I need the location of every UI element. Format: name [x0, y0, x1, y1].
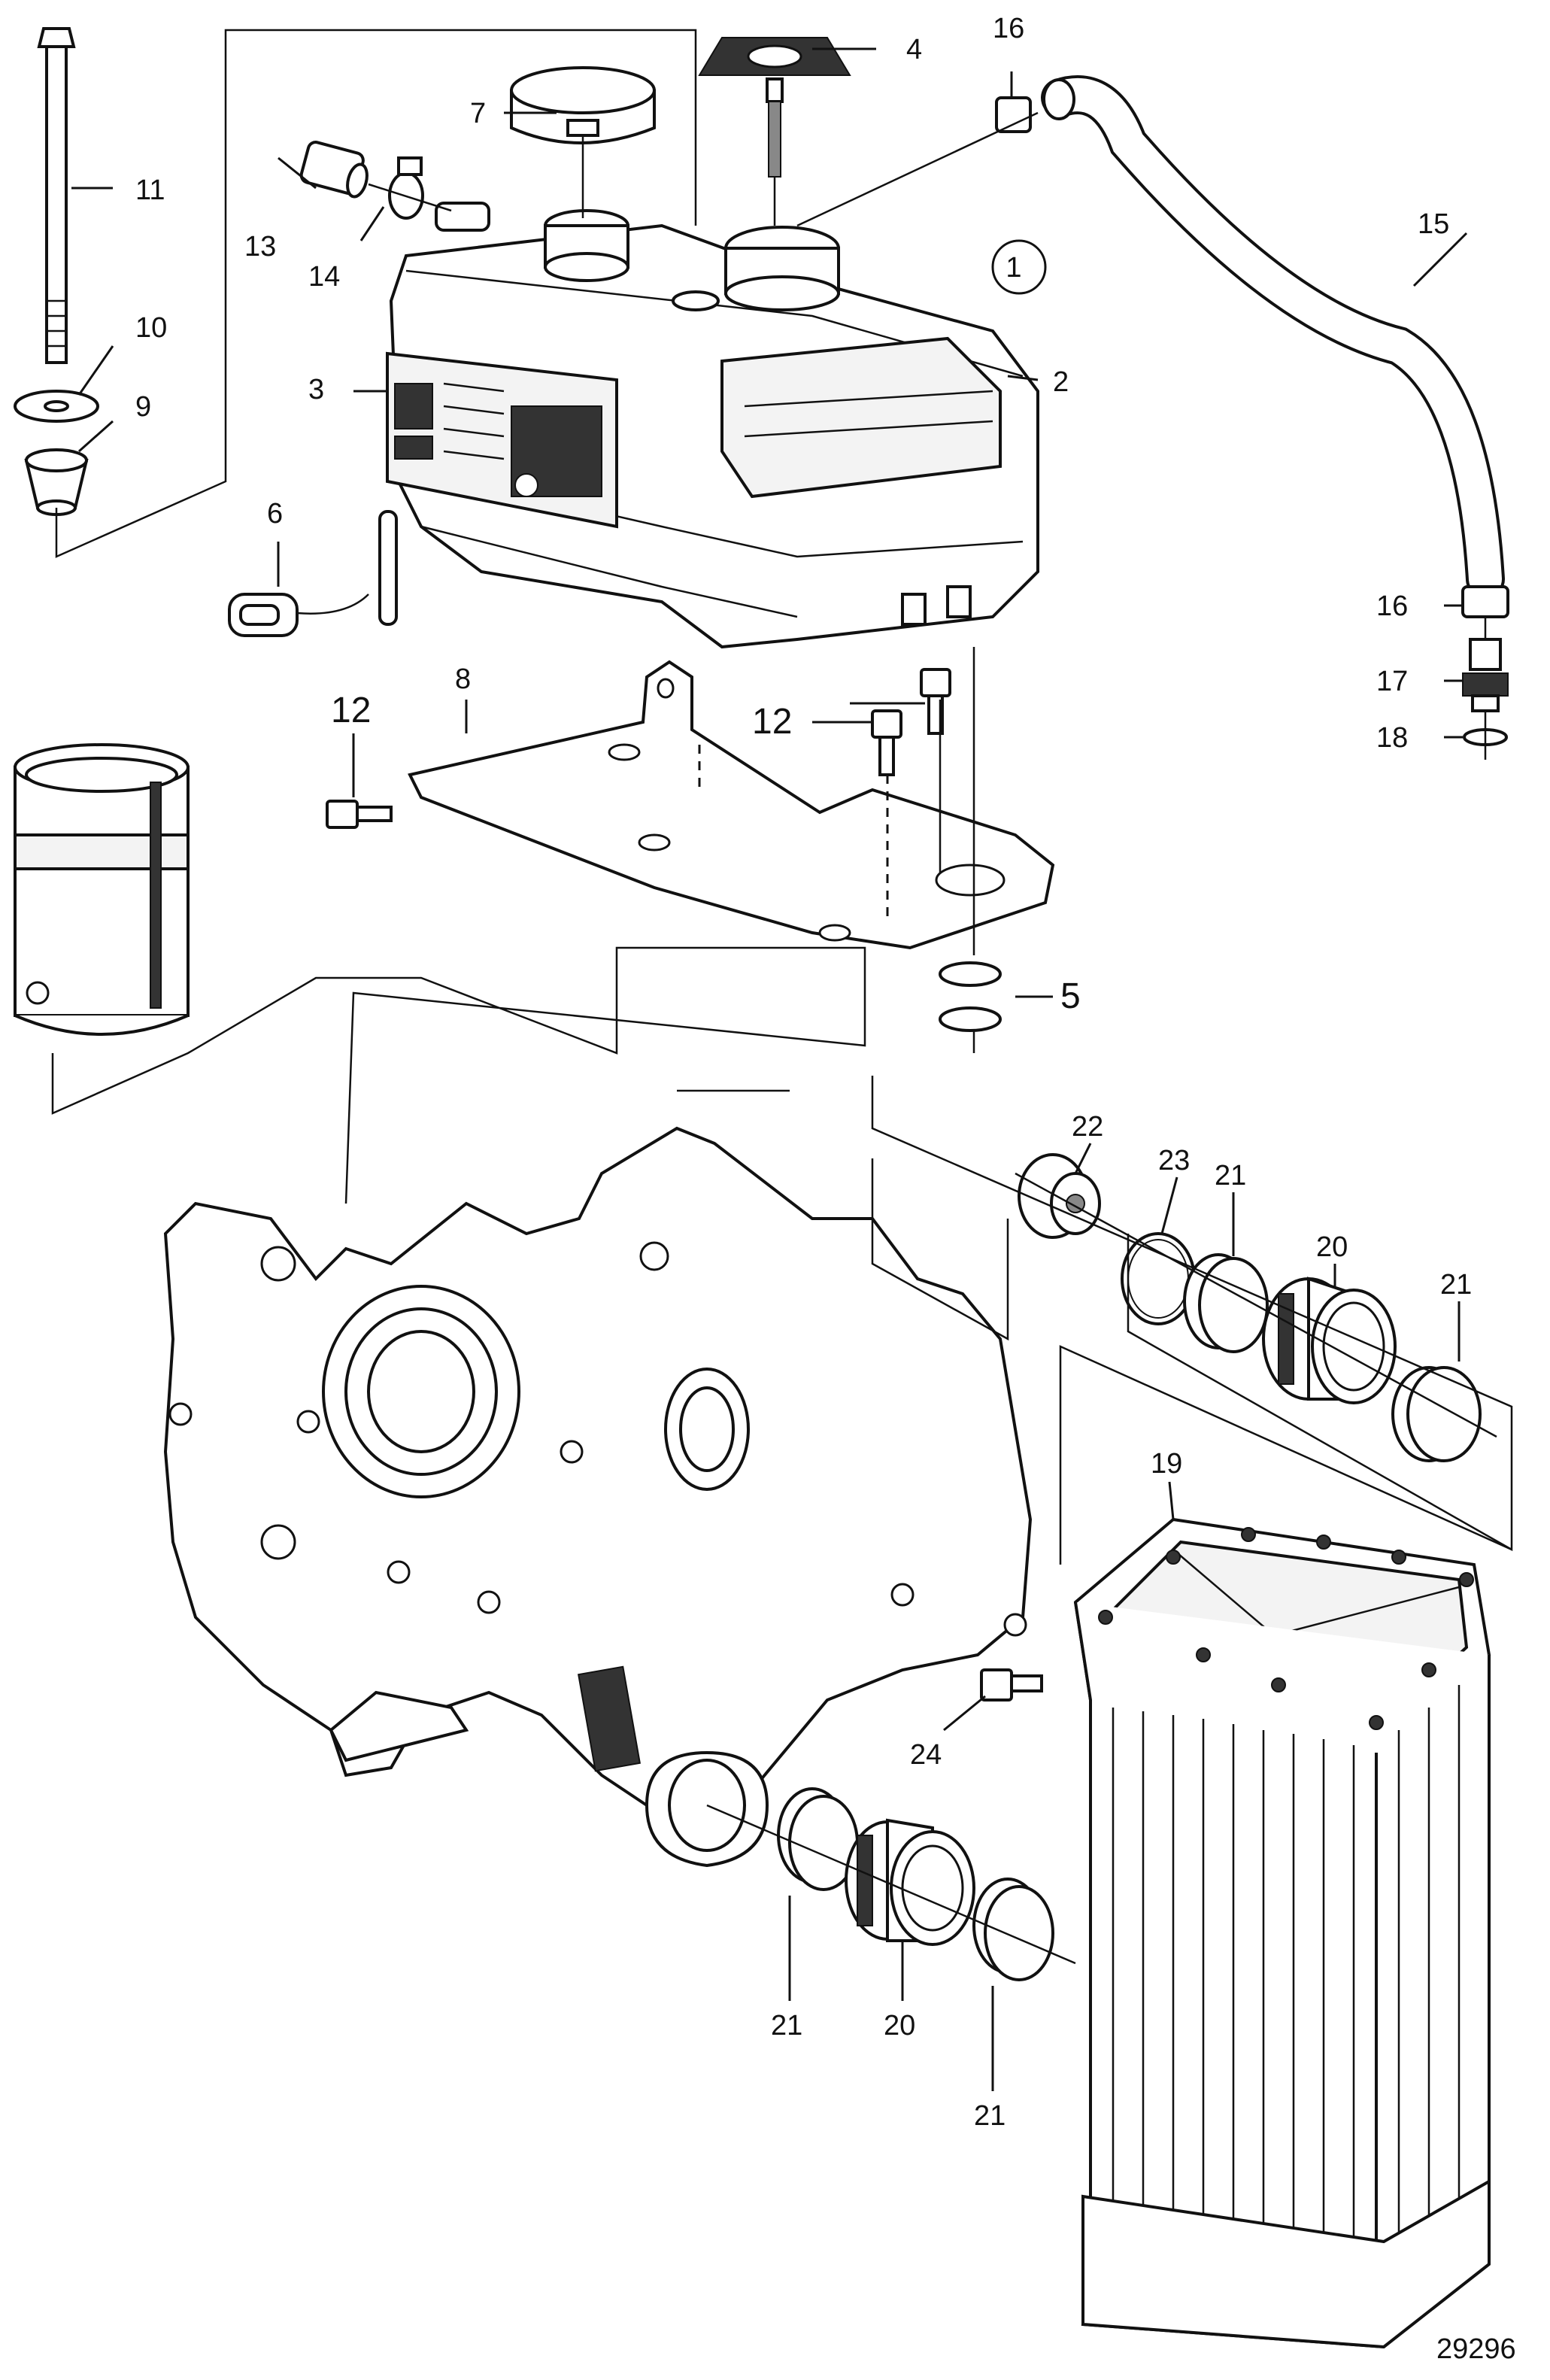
callout-15: 15: [1418, 208, 1449, 240]
callout-4: 4: [906, 34, 922, 65]
callout-12-left: 12: [331, 691, 371, 730]
callout-20-upper: 20: [1316, 1231, 1348, 1263]
callout-labels: 11 10 9 7 4 16 15 1 2 3 13 14 6 8 12 12 …: [135, 13, 1516, 2365]
seal-ring-21-upper-b: [1391, 1366, 1482, 1462]
callout-12-right: 12: [752, 702, 792, 742]
callout-21-upper-a: 21: [1215, 1160, 1246, 1192]
coolant-hose-15: [1041, 75, 1505, 599]
callout-21-lower-b: 21: [974, 2100, 1006, 2132]
callout-18: 18: [1376, 722, 1408, 754]
hose-clamp-16-bottom: [1461, 585, 1509, 618]
o-rings-5: [939, 961, 1002, 1032]
level-sensor-6: [228, 510, 398, 637]
seal-ring-21-lower-b: [972, 1878, 1054, 1981]
callout-6: 6: [267, 498, 283, 530]
callout-16-top: 16: [993, 13, 1024, 44]
seal-ring-21-upper-a: [1183, 1253, 1269, 1353]
filter-cylinder: [14, 743, 190, 1036]
timing-cover-housing: [163, 1089, 1033, 1868]
callout-2: 2: [1053, 366, 1069, 398]
callout-11: 11: [135, 175, 165, 206]
callout-22: 22: [1072, 1111, 1103, 1143]
callout-7: 7: [470, 98, 486, 129]
tank-label-plate-3: [386, 351, 618, 529]
figure-number: 29296: [1436, 2333, 1516, 2365]
callout-24: 24: [910, 1739, 942, 1771]
sleeve-20-upper: [1262, 1277, 1397, 1404]
callout-14: 14: [308, 261, 340, 293]
screw-12-left: [326, 800, 393, 829]
hose-clamp-16-top: [995, 96, 1032, 133]
rubber-bushing-9: [24, 448, 89, 516]
bolt-11: [37, 27, 76, 364]
oil-cooler-19: [1073, 1517, 1491, 2349]
callout-21-lower-a: 21: [771, 2010, 802, 2042]
callout-16-bottom: 16: [1376, 590, 1408, 622]
nipple-17: [1462, 638, 1509, 712]
callout-8: 8: [455, 663, 471, 695]
screw-24: [980, 1668, 1043, 1702]
thermostat-22: [1018, 1153, 1101, 1239]
callout-1: 1: [1006, 252, 1021, 284]
filler-cap-7: [510, 66, 656, 144]
screw-12-center: [871, 709, 902, 776]
expansion-tank-2: [389, 202, 1039, 649]
callout-17: 17: [1376, 666, 1408, 697]
callout-3: 3: [308, 374, 324, 405]
washer-10: [14, 390, 99, 423]
hose-clamp-14: [388, 156, 424, 220]
mounting-bracket-8: [408, 660, 1055, 950]
pressure-cap-4: [698, 37, 851, 178]
screw-12-right: [920, 668, 951, 735]
callout-23: 23: [1158, 1145, 1190, 1176]
callout-13: 13: [244, 231, 276, 263]
sleeve-20-lower: [845, 1818, 975, 1946]
assembly-reference-circle-1: [991, 239, 1047, 295]
o-ring-23: [1121, 1232, 1196, 1325]
callout-20-lower: 20: [884, 2010, 915, 2042]
callout-10: 10: [135, 312, 167, 344]
callout-19: 19: [1151, 1448, 1182, 1480]
callout-5: 5: [1060, 976, 1081, 1016]
hose-13: [299, 141, 369, 199]
callout-9: 9: [135, 391, 151, 423]
callout-21-upper-b: 21: [1440, 1269, 1472, 1301]
